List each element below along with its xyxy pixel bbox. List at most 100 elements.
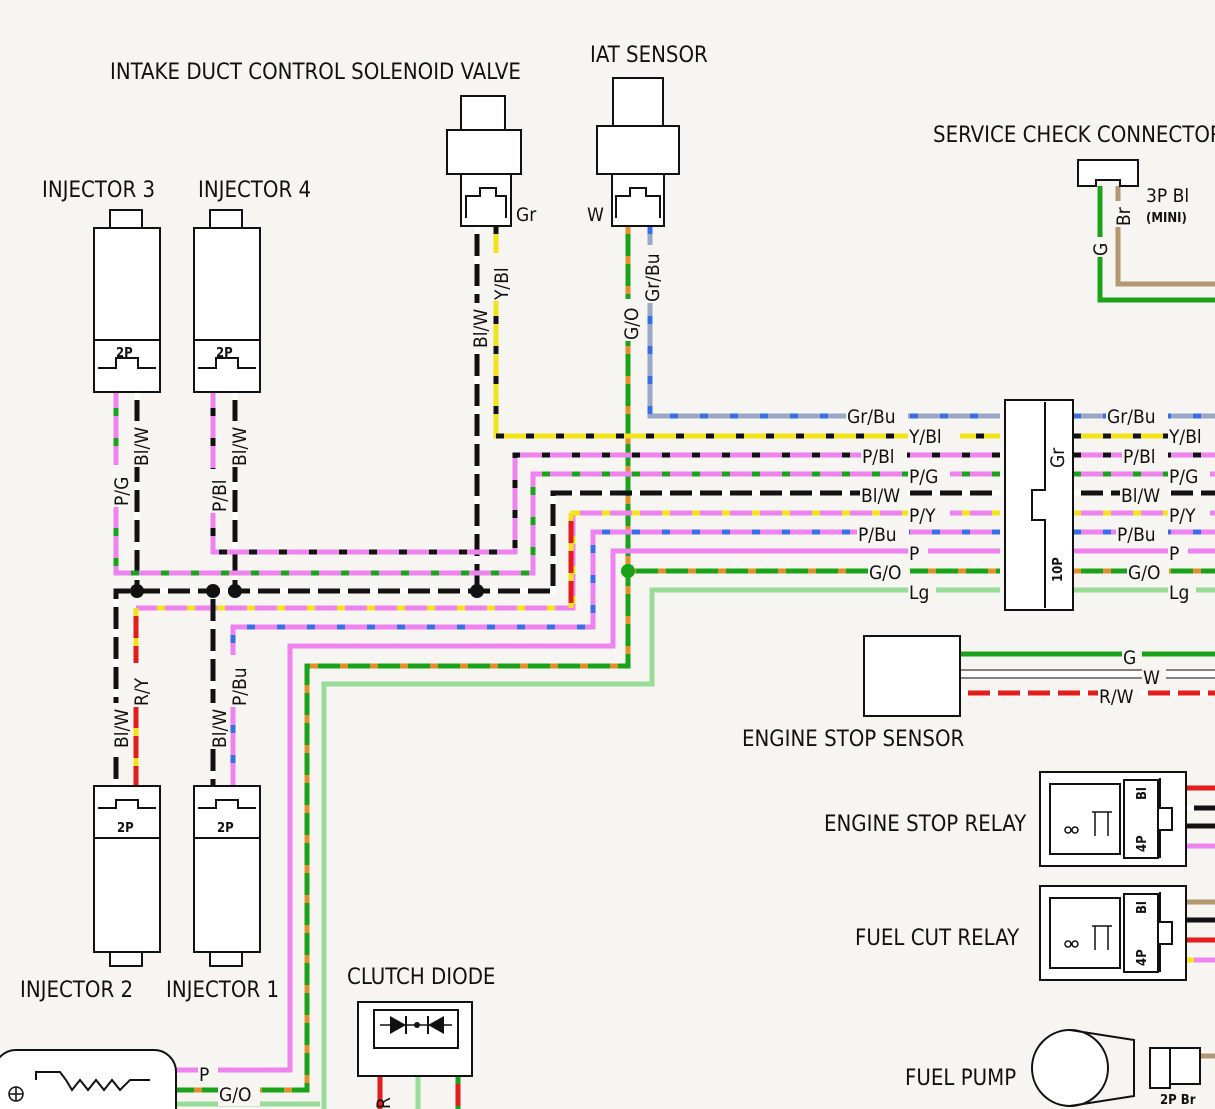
- wire-label-p-bl-right: P/Bl: [1123, 446, 1156, 468]
- injector-3-label: INJECTOR 3: [42, 178, 155, 203]
- wire-label-gr-bu-right: Gr/Bu: [1107, 406, 1156, 428]
- wire-gr-bu: [647, 226, 1000, 419]
- wire-label-p-g-inj3: P/G: [111, 477, 133, 506]
- wire-label-p-bu-right: P/Bu: [1117, 524, 1156, 546]
- wire-label-y-bl-solenoid: Y/Bl: [491, 267, 513, 301]
- wire-label-r-diode: R: [373, 1097, 395, 1109]
- wire-p-y-tracer: [136, 510, 1000, 611]
- wire-label-bl-w-inj3: Bl/W: [131, 427, 153, 466]
- wire-label-p-bu-inj1: P/Bu: [229, 667, 251, 706]
- wire-p: [176, 548, 1000, 1073]
- engine-stop-sensor-label: ENGINE STOP SENSOR: [742, 727, 965, 752]
- engine-stop-relay-label: ENGINE STOP RELAY: [824, 812, 1027, 837]
- wire-label-p-g-right: P/G: [1169, 466, 1198, 488]
- junction-dots: [130, 564, 635, 598]
- injector-2-connector-label: 2P: [117, 821, 134, 836]
- wire-label-w-ess: W: [1143, 667, 1160, 689]
- wire-label-g-service: G: [1090, 243, 1112, 256]
- injector-3-connector-label: 2P: [116, 346, 133, 361]
- wire-g-o: [176, 226, 631, 1093]
- junction-dot: [130, 584, 144, 598]
- wire-label-g-o: G/O: [869, 562, 901, 584]
- wire-label-r-y-inj2: R/Y: [131, 677, 153, 706]
- wire-label-bl-w-right: Bl/W: [1121, 485, 1160, 507]
- wire-bl-w-tracer: [113, 490, 1000, 786]
- injector-4-connector-label: 2P: [216, 346, 233, 361]
- junction-dot: [621, 564, 635, 578]
- wire-label-p-y-right: P/Y: [1169, 505, 1196, 527]
- wire-y-bl-tracer: [493, 226, 1000, 439]
- wire-label-p-right: P: [1169, 543, 1179, 565]
- fuel-pump-label: FUEL PUMP: [905, 1066, 1016, 1091]
- junction-dot: [206, 584, 220, 598]
- wire-p-bu-tracer: [230, 529, 1000, 786]
- fuel-cut-relay-label: FUEL CUT RELAY: [855, 926, 1020, 951]
- injector-4: [193, 209, 261, 393]
- wire-label-lg-right: Lg: [1169, 582, 1189, 604]
- engine-stop-sensor: [863, 635, 961, 717]
- wire-label-g-o-iat: G/O: [621, 308, 643, 340]
- junction-dot: [470, 584, 484, 598]
- fuel-cut-relay-bl: Bl: [1135, 901, 1150, 914]
- wire-label-g-o-right: G/O: [1128, 562, 1160, 584]
- wire-label-g-ess: G: [1123, 647, 1136, 669]
- injector-3: [93, 209, 161, 393]
- fuel-cut-relay: [1039, 885, 1187, 981]
- injector-1-label: INJECTOR 1: [166, 978, 279, 1003]
- fuel-pump-2p-br: 2P Br: [1160, 1093, 1196, 1108]
- wire-label-p-bl: P/Bl: [862, 446, 895, 468]
- wire-label-r-w: R/W: [1099, 686, 1134, 708]
- ten-p-gr-label: Gr: [1047, 447, 1069, 468]
- wire-label-bl-w-solenoid: Bl/W: [470, 309, 492, 348]
- engine-stop-relay-4p: 4P: [1135, 835, 1150, 852]
- wire-label-gr-bu: Gr/Bu: [847, 406, 896, 428]
- junction-dot: [228, 584, 242, 598]
- wire-label-bl-w-inj2: Bl/W: [111, 709, 133, 748]
- wire-label-br-service: Br: [1113, 206, 1135, 226]
- wire-gr-bu-tracer: [647, 226, 1000, 419]
- wire-label-g-o-bottom: G/O: [219, 1084, 251, 1106]
- service-check-connector: [1077, 159, 1139, 187]
- wire-label-p-g: P/G: [909, 466, 938, 488]
- wire-label-p-bottom: P: [199, 1064, 209, 1086]
- wire-label-gr-bu-iat: Gr/Bu: [642, 253, 664, 302]
- ten-p-label: 10P: [1051, 557, 1066, 582]
- engine-stop-relay-bl: Bl: [1135, 787, 1150, 800]
- service-mini-label: (MINI): [1146, 211, 1187, 226]
- wire-label-p-bl-inj4: P/Bl: [209, 479, 231, 512]
- wire-label-p: P: [909, 543, 919, 565]
- engine-stop-relay: [1039, 771, 1187, 867]
- wire-label-bl-w-inj4: Bl/W: [229, 427, 251, 466]
- wire-p-g: [113, 392, 1000, 576]
- wire-service-g: [1097, 186, 1215, 303]
- injector-1-connector-label: 2P: [217, 821, 234, 836]
- wire-label-bl-w: Bl/W: [861, 485, 900, 507]
- intake-solenoid-valve: [446, 95, 522, 227]
- wire-label-y-bl: Y/Bl: [908, 426, 942, 448]
- fuel-pump: [1031, 1029, 1201, 1107]
- ten-p-connector: [1004, 399, 1074, 611]
- iat-conn-w-label: W: [587, 204, 604, 226]
- injector-4-label: INJECTOR 4: [198, 178, 311, 203]
- clutch-diode: [357, 1001, 473, 1077]
- wire-label-layer: Gr/Bu Y/Bl P/Bl P/G Bl/W P/Y P/Bu P G/O …: [110, 201, 1215, 1109]
- fuel-cut-relay-4p: 4P: [1135, 949, 1150, 966]
- wire-label-p-bu: P/Bu: [858, 524, 897, 546]
- wire-label-p-y: P/Y: [909, 505, 936, 527]
- clutch-diode-label: CLUTCH DIODE: [347, 965, 495, 990]
- intake-solenoid-label: INTAKE DUCT CONTROL SOLENOID VALVE: [110, 60, 521, 85]
- wire-label-y-bl-right: Y/Bl: [1168, 426, 1202, 448]
- wire-lg: [321, 587, 1000, 1109]
- wire-y-bl: [493, 226, 1000, 439]
- service-3p-bl-label: 3P Bl: [1146, 185, 1189, 207]
- bottom-left-sensor: [0, 1049, 177, 1109]
- solenoid-conn-gr-label: Gr: [516, 204, 537, 226]
- iat-sensor: [596, 77, 680, 227]
- iat-sensor-label: IAT SENSOR: [590, 43, 708, 68]
- injector-2: [93, 785, 161, 967]
- wire-label-lg: Lg: [909, 582, 929, 604]
- wire-label-bl-w-inj1: Bl/W: [209, 709, 231, 748]
- service-check-label: SERVICE CHECK CONNECTOR: [933, 123, 1215, 148]
- injector-1: [193, 785, 261, 967]
